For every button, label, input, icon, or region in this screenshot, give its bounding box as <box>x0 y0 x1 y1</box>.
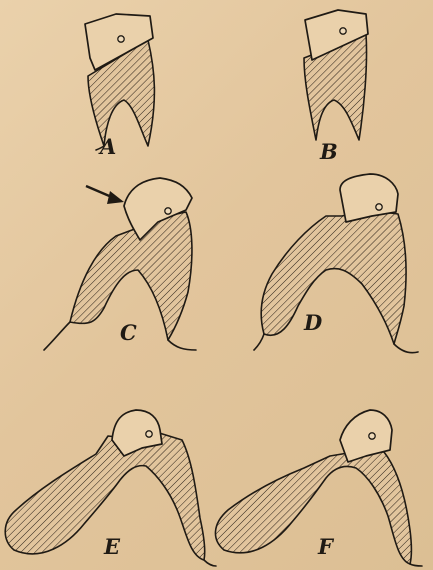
pulp-circle <box>146 431 152 437</box>
panel-label: E <box>103 534 121 559</box>
gum-line <box>44 322 70 350</box>
panel-f: F <box>215 410 422 566</box>
gum-line <box>254 334 264 350</box>
panel-a: A <box>85 14 154 159</box>
pulp-circle <box>340 28 346 34</box>
pulp-circle <box>376 204 382 210</box>
panel-c: C <box>44 178 196 350</box>
panel-e: E <box>5 410 216 566</box>
gum-line <box>204 560 216 566</box>
panel-d: D <box>254 174 418 353</box>
panel-label: D <box>303 310 323 335</box>
bone-shape <box>261 210 406 344</box>
gum-line <box>394 344 418 353</box>
gum-line <box>410 564 422 566</box>
panel-label: A <box>98 134 116 159</box>
panel-label: B <box>319 139 338 164</box>
panel-label: C <box>120 320 137 345</box>
pulp-circle <box>118 36 124 42</box>
pulp-circle <box>369 433 375 439</box>
gum-line <box>168 340 196 350</box>
bone-shape <box>215 452 411 564</box>
arrowhead-icon <box>107 191 124 204</box>
pulp-circle <box>165 208 171 214</box>
panel-b: B <box>304 10 368 164</box>
panel-label: F <box>317 534 335 559</box>
